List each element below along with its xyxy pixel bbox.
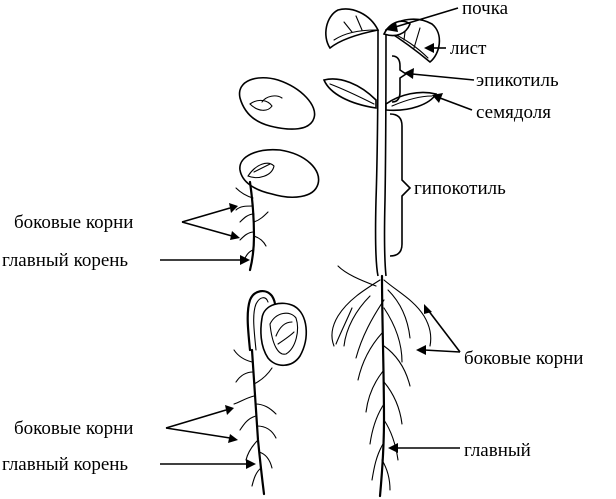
label-leaf: лист xyxy=(450,38,487,59)
label-hypocotyl: гипокотиль xyxy=(414,178,506,199)
seed-stage-1 xyxy=(238,76,316,130)
label-cotyledon: семядоля xyxy=(476,102,551,123)
seed-stage-2 xyxy=(235,148,320,272)
label-lateral-roots-bottom: боковые корни xyxy=(14,418,133,439)
seedling-stage-3 xyxy=(233,290,307,496)
label-main-root-bottom: главный корень xyxy=(2,454,128,475)
label-main-root-top: главный корень xyxy=(2,250,128,271)
label-epicotyl: эпикотиль xyxy=(476,70,559,91)
hypocotyl-bracket xyxy=(389,113,412,257)
mature-seedling xyxy=(322,8,441,498)
label-bud: почка xyxy=(462,0,509,19)
label-lateral-roots-right: боковые корни xyxy=(464,348,583,369)
label-lateral-roots-top: боковые корни xyxy=(14,212,133,233)
label-main-right: главный xyxy=(464,440,531,461)
pointer-lines xyxy=(160,7,475,469)
